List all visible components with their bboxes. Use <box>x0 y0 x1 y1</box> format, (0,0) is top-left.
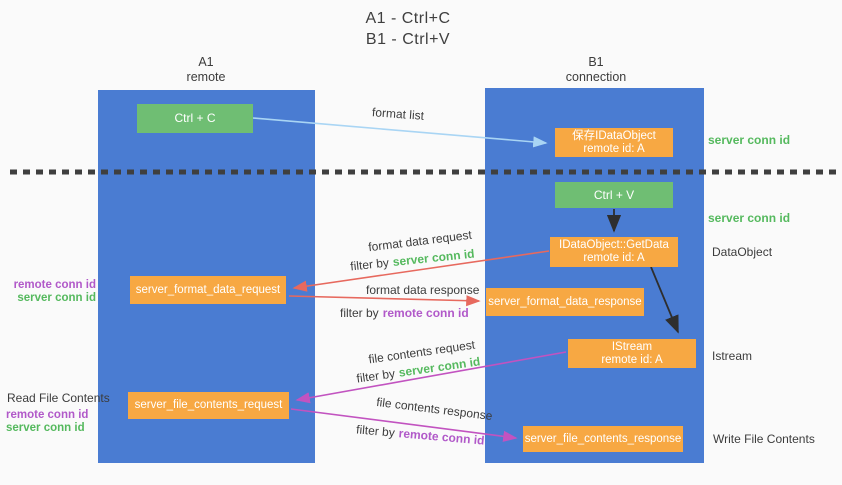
label-filter-by: filter by <box>349 255 390 274</box>
side-label-write-file-contents: Write File Contents <box>713 432 815 446</box>
label-remote-conn-id: remote conn id <box>398 426 486 448</box>
column-b1-subtitle: connection <box>565 70 627 84</box>
node-server-file-contents-response: server_file_contents_response <box>523 426 683 452</box>
label-server-conn-id: server conn id <box>17 292 96 304</box>
node-server-format-data-response-label: server_format_data_response <box>488 295 642 308</box>
node-ctrl-v-label: Ctrl + V <box>593 187 635 202</box>
node-server-format-data-request: server_format_data_request <box>130 276 286 304</box>
node-server-file-contents-request-label: server_file_contents_request <box>134 399 283 411</box>
label-format-data-response: format data response <box>366 283 480 297</box>
node-save-idataobject-line1: 保存IDataObject <box>572 129 656 142</box>
label-file-contents-response: file contents response <box>375 394 494 424</box>
label-format-list: format list <box>371 105 425 123</box>
column-header-b1: B1 connection <box>566 55 626 85</box>
node-save-idataobject-line2: remote id: A <box>583 142 645 155</box>
diagram-title: A1 - Ctrl+C B1 - Ctrl+V <box>365 8 450 50</box>
node-server-file-contents-request: server_file_contents_request <box>128 392 289 419</box>
node-istream: IStream remote id: A <box>568 339 696 368</box>
label-filter-by: filter by <box>340 306 379 320</box>
column-header-a1: A1 remote <box>187 55 226 85</box>
side-label-server-conn-id-top: server conn id <box>708 133 791 147</box>
node-save-idataobject: 保存IDataObject remote id: A <box>555 128 673 157</box>
label-remote-conn-id: remote conn id <box>6 409 89 421</box>
node-ctrl-c: Ctrl + C <box>137 104 253 133</box>
left-conn-id-stack-bottom: remote conn id server conn id <box>6 409 89 435</box>
label-remote-conn-id: remote conn id <box>13 279 96 291</box>
label-remote-conn-id: remote conn id <box>382 306 469 320</box>
label-filter-by: filter by <box>355 366 396 386</box>
node-ctrl-c-label: Ctrl + C <box>174 111 216 125</box>
node-getdata-line1: IDataObject::GetData <box>559 239 669 251</box>
label-server-conn-id: server conn id <box>6 422 85 434</box>
side-label-istream: Istream <box>712 349 753 363</box>
node-ctrl-v: Ctrl + V <box>555 182 673 208</box>
title-line-a1: A1 - Ctrl+C <box>365 10 451 27</box>
node-server-file-contents-response-label: server_file_contents_response <box>524 432 682 445</box>
title-line-b1: B1 - Ctrl+V <box>365 31 451 48</box>
node-istream-line2: remote id: A <box>601 353 663 366</box>
label-read-file-contents: Read File Contents <box>7 391 110 405</box>
node-idataobject-getdata: IDataObject::GetData remote id: A <box>550 237 678 267</box>
left-conn-id-stack-top: remote conn id server conn id <box>6 279 96 305</box>
column-b1-name: B1 <box>588 55 604 69</box>
node-server-format-data-response: server_format_data_response <box>486 288 644 316</box>
node-server-format-data-request-label: server_format_data_request <box>135 283 281 296</box>
label-filter-by: filter by <box>355 422 396 440</box>
column-a1-name: A1 <box>198 55 214 69</box>
column-a1-subtitle: remote <box>186 70 226 84</box>
side-label-dataobject: DataObject <box>712 245 773 259</box>
side-label-server-conn-id-mid: server conn id <box>708 211 791 225</box>
node-istream-line1: IStream <box>611 340 653 353</box>
node-getdata-line2: remote id: A <box>583 252 645 264</box>
